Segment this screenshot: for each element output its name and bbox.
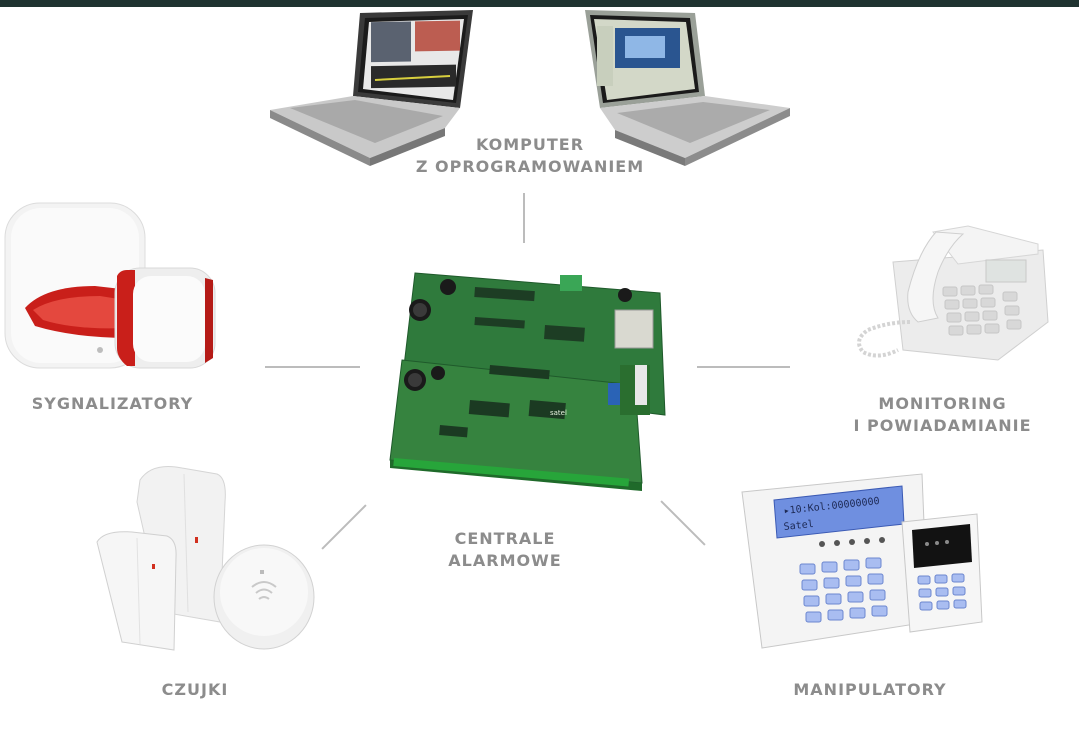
top-bar (0, 0, 1079, 7)
connector-detectors (321, 504, 367, 550)
motion-detector-icon (96, 466, 315, 651)
laptop-icon (270, 10, 790, 166)
panels-label-line2: ALARMOWE (448, 551, 562, 570)
connector-monitoring (697, 366, 790, 368)
panels-label: CENTRALE ALARMOWE (400, 528, 610, 572)
monitoring-label: MONITORING I POWIADAMIANIE (830, 393, 1055, 437)
siren-icon (4, 202, 216, 369)
connector-sirens (265, 366, 360, 368)
phone-icon (857, 225, 1049, 361)
pcb-brand: satel (550, 409, 567, 417)
detectors-label: CZUJKI (161, 680, 229, 699)
computer-label-line2: Z OPROGRAMOWANIEM (415, 157, 645, 176)
pcb-icon: satel (389, 272, 666, 491)
laptop-left (270, 10, 473, 166)
monitoring-label-line1: MONITORING (878, 394, 1007, 413)
keypad-icon: ▸10:Kol:00000000 Satel (741, 473, 983, 649)
keypad-display-line2: Satel (783, 519, 814, 533)
keypads-label: MANIPULATORY (793, 680, 947, 699)
connector-keypads (660, 500, 706, 546)
computer-label-line1: KOMPUTER (475, 135, 585, 154)
monitoring-label-line2: I POWIADAMIANIE (853, 416, 1032, 435)
sirens-label: SYGNALIZATORY (31, 394, 194, 413)
panels-label-line1: CENTRALE (454, 529, 556, 548)
laptop-right (585, 10, 790, 166)
connector-computer (523, 193, 525, 243)
computer-label: KOMPUTER Z OPROGRAMOWANIEM (380, 134, 680, 178)
